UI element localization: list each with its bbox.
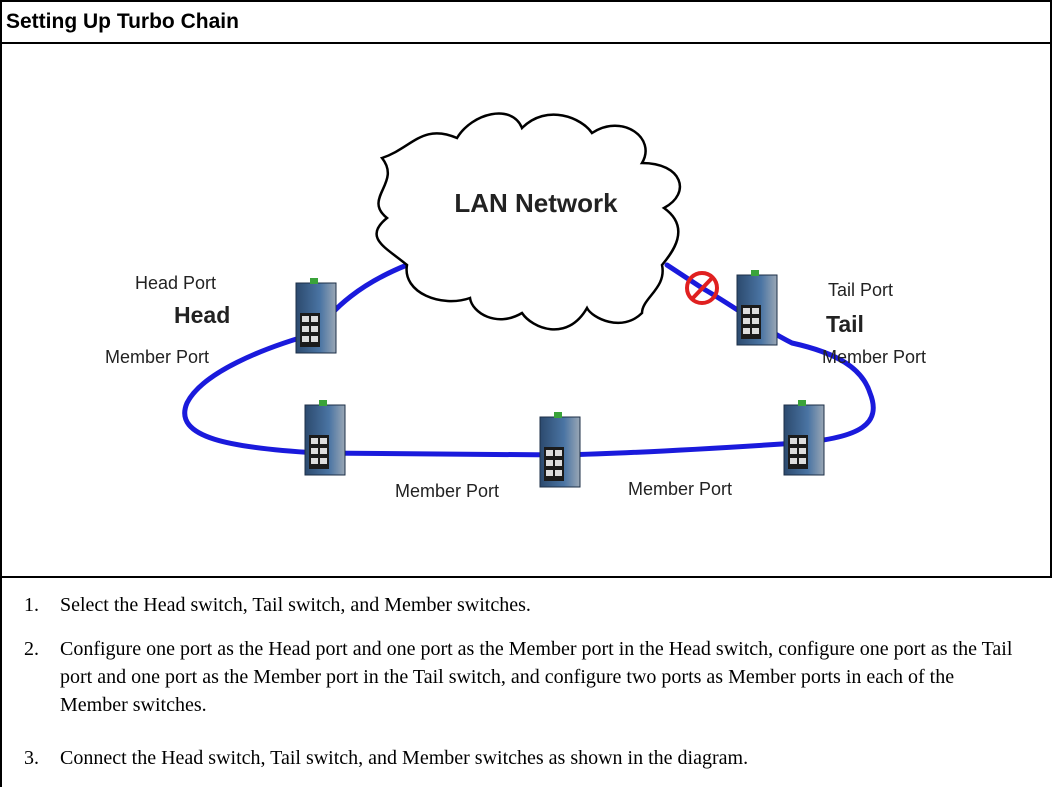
step-text: Configure one port as the Head port and … xyxy=(60,638,1013,716)
section-title: Setting Up Turbo Chain xyxy=(6,10,239,33)
tail-name-label: Tail xyxy=(826,311,864,337)
tail-switch-icon xyxy=(736,270,778,346)
step-number: 2. xyxy=(24,638,39,660)
blocked-link-icon xyxy=(685,271,719,305)
tail-member-port-label: Member Port xyxy=(822,347,926,367)
lan-cloud xyxy=(375,112,682,331)
member-switch-right-icon xyxy=(783,400,825,476)
step-number: 3. xyxy=(24,747,39,769)
member-switch-left-icon xyxy=(304,400,346,476)
head-name-label: Head xyxy=(174,302,230,328)
title-cell: Setting Up Turbo Chain xyxy=(0,0,1052,44)
step-number: 1. xyxy=(24,594,39,616)
step-text: Connect the Head switch, Tail switch, an… xyxy=(60,747,749,769)
step-text: Select the Head switch, Tail switch, and… xyxy=(60,594,531,616)
steps-cell: 1. Select the Head switch, Tail switch, … xyxy=(0,577,1057,787)
chain-cable xyxy=(182,262,876,458)
turbo-chain-diagram: LAN Network xyxy=(105,112,926,501)
tail-port-label: Tail Port xyxy=(828,280,893,300)
head-switch-icon xyxy=(295,278,337,354)
member-switch-center-icon xyxy=(539,412,581,488)
member-port-label-left: Member Port xyxy=(395,481,499,501)
member-port-label-right: Member Port xyxy=(628,479,732,499)
diagram-cell: LAN Network xyxy=(0,43,1052,578)
head-port-label: Head Port xyxy=(135,273,216,293)
cloud-label: LAN Network xyxy=(454,188,618,218)
head-member-port-label: Member Port xyxy=(105,347,209,367)
